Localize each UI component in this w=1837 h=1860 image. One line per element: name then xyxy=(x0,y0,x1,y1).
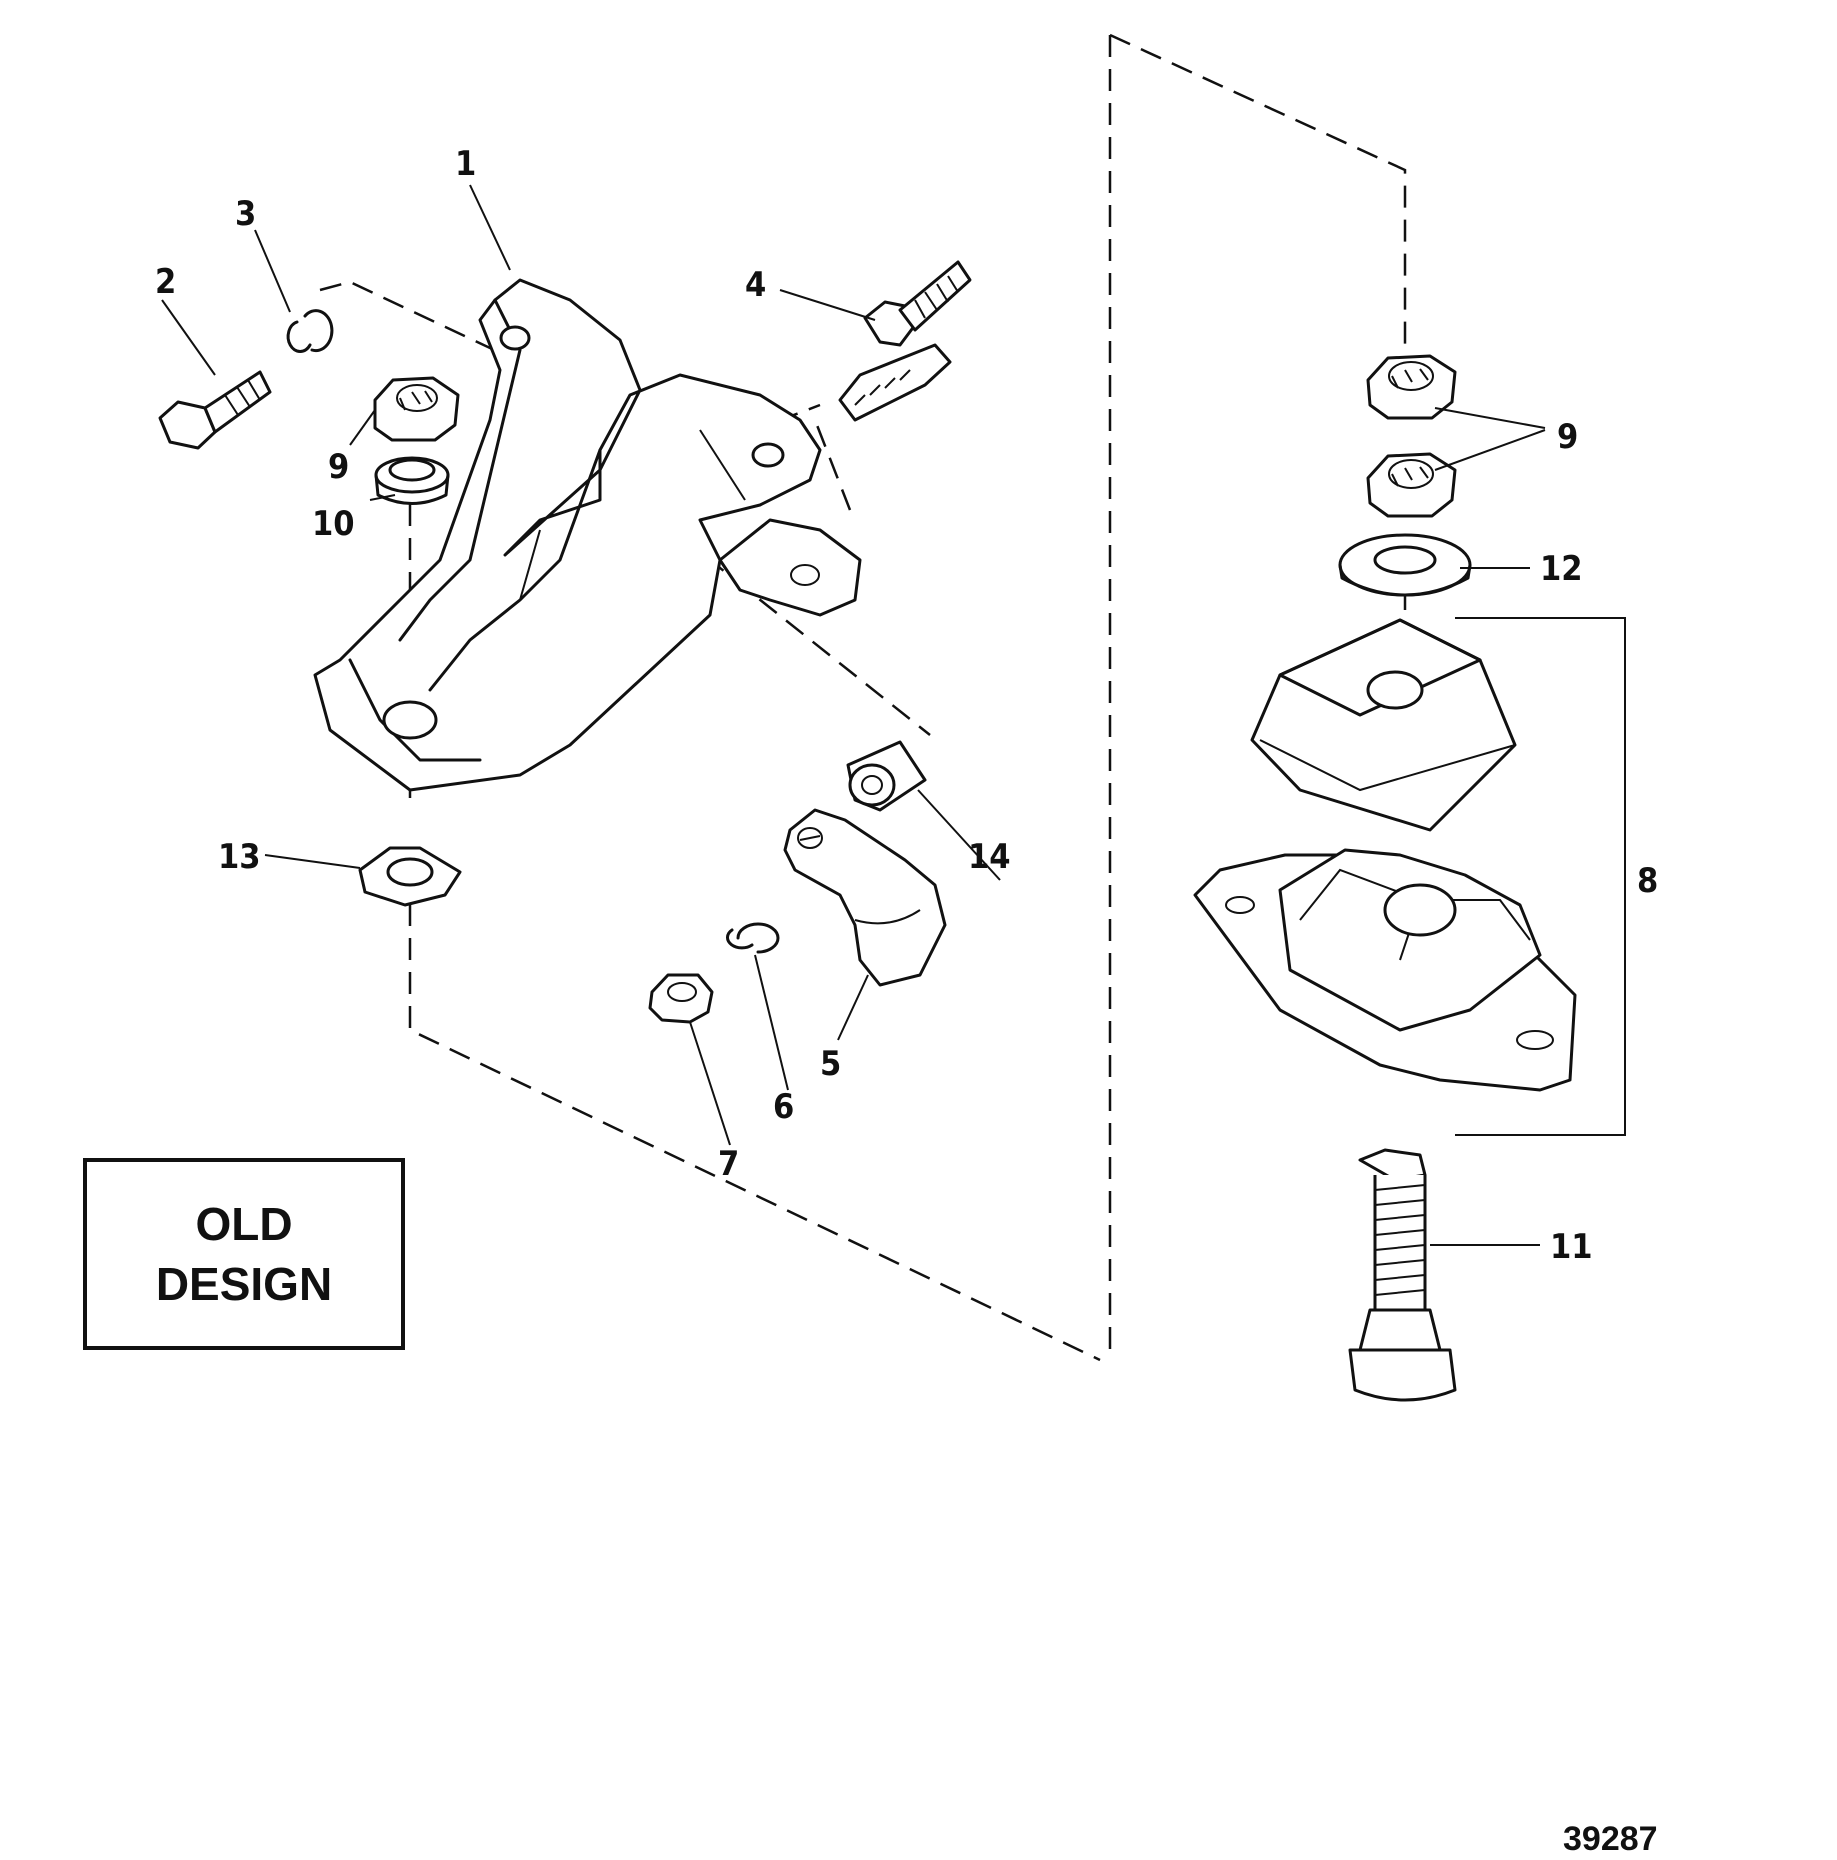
lock-washer-part-3 xyxy=(286,309,334,353)
callout-4: 4 xyxy=(745,265,766,305)
nut-part-7 xyxy=(648,973,714,1024)
hex-nut-part-9-right-upper xyxy=(1366,354,1457,420)
callout-12: 12 xyxy=(1540,549,1583,589)
callout-8: 8 xyxy=(1637,861,1658,901)
callout-13: 13 xyxy=(218,837,261,877)
callout-14: 14 xyxy=(968,837,1011,877)
stud-part-4 xyxy=(838,260,972,422)
callout-10: 10 xyxy=(312,504,355,544)
spacer-part-14 xyxy=(846,740,927,812)
callout-1: 1 xyxy=(455,144,476,184)
old-design-box: OLD DESIGN xyxy=(83,1158,405,1350)
callout-7: 7 xyxy=(718,1144,739,1184)
callout-3: 3 xyxy=(235,194,256,234)
old-design-line2: DESIGN xyxy=(156,1258,332,1310)
callout-11: 11 xyxy=(1550,1227,1593,1267)
callouts: 1 2 3 4 9 10 13 14 5 6 7 9 12 8 11 xyxy=(155,144,1658,1267)
lock-washer-part-6 xyxy=(726,922,780,954)
figure-number: 39287 xyxy=(1563,1820,1658,1858)
lock-washer-part-10 xyxy=(374,456,450,505)
callout-5: 5 xyxy=(820,1044,841,1084)
hex-nut-part-9-left xyxy=(373,376,460,442)
hex-nut-part-9-right-lower xyxy=(1366,452,1457,518)
mount-part-8 xyxy=(1193,618,1577,1092)
old-design-line1: OLD xyxy=(195,1198,292,1250)
stud-bolt-part-11 xyxy=(1348,1148,1457,1402)
bracket-part-1 xyxy=(313,278,862,792)
tab-washer-part-13 xyxy=(358,846,462,907)
clamp-part-5 xyxy=(783,808,947,987)
bolt-part-2 xyxy=(158,370,272,450)
washer-part-12 xyxy=(1338,533,1472,597)
callout-9-left: 9 xyxy=(328,447,349,487)
callout-2: 2 xyxy=(155,262,176,302)
callout-8-bracket xyxy=(1455,617,1626,1136)
callout-6: 6 xyxy=(773,1087,794,1127)
leader-lines xyxy=(161,184,1546,1246)
callout-9-right: 9 xyxy=(1557,417,1578,457)
